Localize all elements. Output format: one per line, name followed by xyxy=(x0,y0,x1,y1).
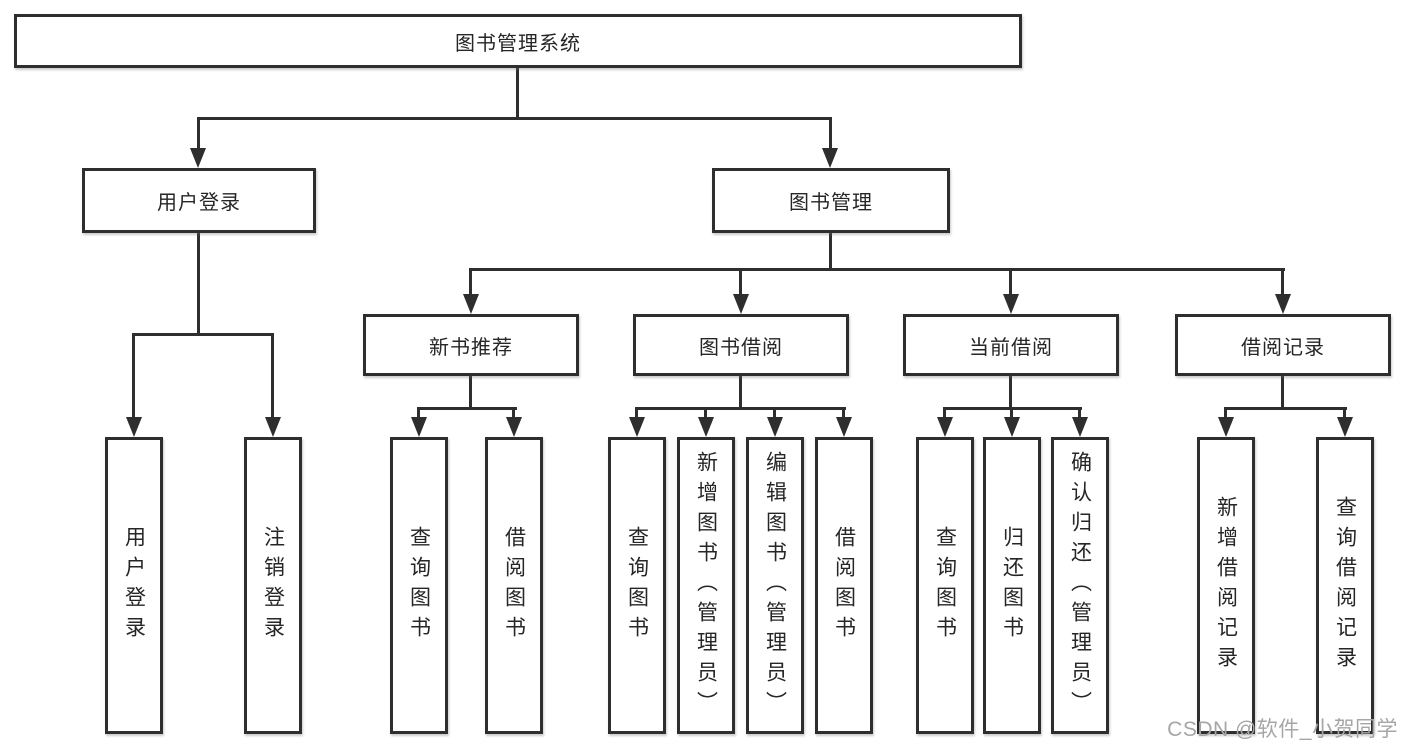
connector-line xyxy=(197,117,200,150)
leaf-label: 新增图书（管理员） xyxy=(694,450,718,721)
connector-line xyxy=(132,333,135,419)
connector-line xyxy=(1009,376,1012,410)
leaf-label: 查询图书 xyxy=(625,525,649,646)
connector-line xyxy=(1281,376,1284,410)
connector-line xyxy=(739,376,742,410)
arrowhead-down-icon xyxy=(836,417,852,437)
leaf-query-borrow-record: 查询借阅记录 xyxy=(1316,437,1374,734)
node-borrowing-records: 借阅记录 xyxy=(1175,314,1391,376)
leaf-label: 确认归还（管理员） xyxy=(1068,450,1092,721)
connector-line xyxy=(1281,268,1284,296)
connector-line xyxy=(1343,407,1346,421)
node-root: 图书管理系统 xyxy=(14,14,1022,68)
connector-line xyxy=(829,233,832,271)
connector-line xyxy=(1224,407,1347,410)
connector-line xyxy=(842,407,845,421)
leaf-label: 借阅图书 xyxy=(502,525,526,646)
leaf-label: 新增借阅记录 xyxy=(1214,495,1238,676)
leaf-label: 查询借阅记录 xyxy=(1333,495,1357,676)
node-new-book-recommend: 新书推荐 xyxy=(363,314,579,376)
leaf-label: 用户登录 xyxy=(122,525,146,646)
node-current-borrowing: 当前借阅 xyxy=(903,314,1119,376)
connector-line xyxy=(1078,407,1081,421)
connector-line xyxy=(704,407,707,421)
connector-line xyxy=(1010,407,1013,421)
leaf-edit-books-admin: 编辑图书（管理员） xyxy=(746,437,804,734)
connector-line xyxy=(512,407,515,421)
connector-line xyxy=(635,407,846,410)
connector-line xyxy=(829,117,832,150)
arrowhead-down-icon xyxy=(822,148,838,168)
connector-line xyxy=(1224,407,1227,421)
node-label: 图书借阅 xyxy=(699,336,783,359)
leaf-add-books-admin: 新增图书（管理员） xyxy=(677,437,735,734)
arrowhead-down-icon xyxy=(126,417,142,437)
leaf-query-books-recommend: 查询图书 xyxy=(390,437,448,734)
connector-line xyxy=(271,333,274,419)
connector-line xyxy=(1009,268,1012,296)
arrowhead-down-icon xyxy=(265,417,281,437)
leaf-query-books-current: 查询图书 xyxy=(916,437,974,734)
leaf-confirm-return-admin: 确认归还（管理员） xyxy=(1051,437,1109,734)
connector-line xyxy=(739,268,742,296)
leaf-borrow-books-recommend: 借阅图书 xyxy=(485,437,543,734)
leaf-label: 借阅图书 xyxy=(832,525,856,646)
connector-line xyxy=(132,333,274,336)
arrowhead-down-icon xyxy=(733,294,749,314)
leaf-borrow-books: 借阅图书 xyxy=(815,437,873,734)
leaf-label: 编辑图书（管理员） xyxy=(763,450,787,721)
connector-line xyxy=(197,233,200,336)
arrowhead-down-icon xyxy=(1218,417,1234,437)
leaf-label: 归还图书 xyxy=(1000,525,1024,646)
leaf-label: 查询图书 xyxy=(933,525,957,646)
arrowhead-down-icon xyxy=(1337,417,1353,437)
arrowhead-down-icon xyxy=(1275,294,1291,314)
arrowhead-down-icon xyxy=(190,148,206,168)
csdn-watermark: CSDN @软件_小贺同学 xyxy=(1167,718,1398,741)
node-label: 借阅记录 xyxy=(1241,336,1325,359)
node-book-borrowing: 图书借阅 xyxy=(633,314,849,376)
leaf-query-books-borrow: 查询图书 xyxy=(608,437,666,734)
arrowhead-down-icon xyxy=(1004,417,1020,437)
arrowhead-down-icon xyxy=(767,417,783,437)
connector-line xyxy=(417,407,420,421)
arrowhead-down-icon xyxy=(937,417,953,437)
leaf-add-borrow-record: 新增借阅记录 xyxy=(1197,437,1255,734)
connector-line xyxy=(635,407,638,421)
node-label: 图书管理 xyxy=(789,192,873,214)
node-user-login-group: 用户登录 xyxy=(82,168,316,233)
connector-line xyxy=(943,407,946,421)
node-label: 当前借阅 xyxy=(969,336,1053,359)
node-label: 用户登录 xyxy=(157,192,241,214)
leaf-user-login: 用户登录 xyxy=(105,437,163,734)
arrowhead-down-icon xyxy=(506,417,522,437)
arrowhead-down-icon xyxy=(1072,417,1088,437)
connector-line xyxy=(773,407,776,421)
leaf-return-books: 归还图书 xyxy=(983,437,1041,734)
node-label: 新书推荐 xyxy=(429,336,513,359)
connector-line xyxy=(417,407,517,410)
connector-line xyxy=(469,268,472,296)
arrowhead-down-icon xyxy=(698,417,714,437)
node-book-management: 图书管理 xyxy=(712,168,950,233)
connector-line xyxy=(469,268,1285,271)
connector-line xyxy=(197,117,832,120)
node-root-label: 图书管理系统 xyxy=(455,32,581,55)
connector-line xyxy=(469,376,472,410)
arrowhead-down-icon xyxy=(1003,294,1019,314)
arrowhead-down-icon xyxy=(463,294,479,314)
leaf-logout: 注销登录 xyxy=(244,437,302,734)
connector-line xyxy=(516,68,519,120)
leaf-label: 注销登录 xyxy=(261,525,285,646)
arrowhead-down-icon xyxy=(411,417,427,437)
arrowhead-down-icon xyxy=(629,417,645,437)
leaf-label: 查询图书 xyxy=(407,525,431,646)
